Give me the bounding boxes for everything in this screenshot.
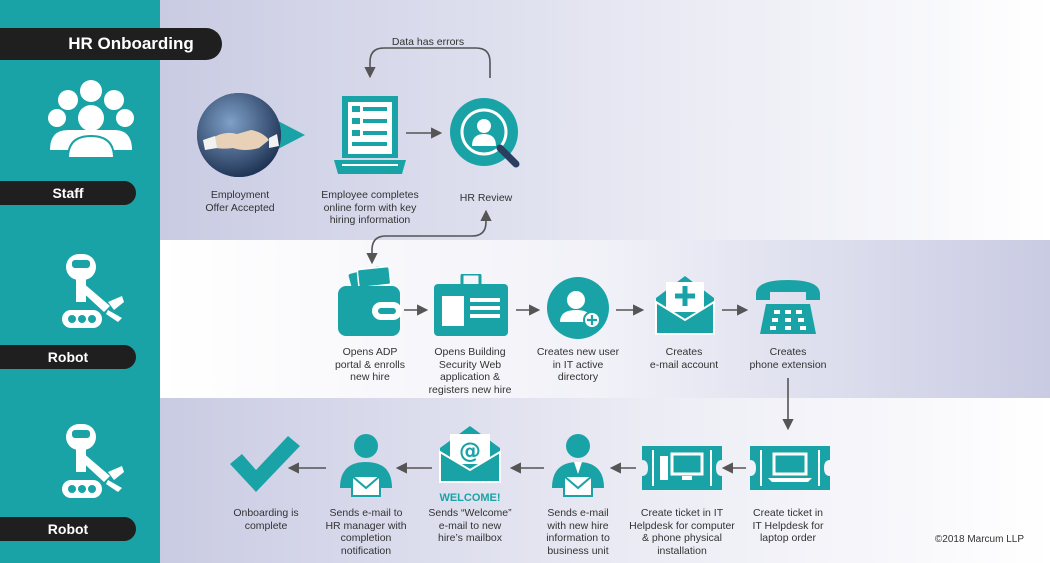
wallet-icon [336, 266, 404, 338]
loop-label: Data has errors [380, 36, 476, 49]
welcome-badge: WELCOME! [436, 492, 504, 505]
step-email-acct-label: Creates e-mail account [636, 346, 732, 371]
step-adp-label: Opens ADP portal & enrolls new hire [320, 346, 420, 384]
step-building-label: Opens Building Security Web application … [420, 346, 520, 396]
step-email-bu-label: Sends e-mail with new hire information t… [528, 507, 628, 557]
step-aduser-label: Creates new user in IT active directory [530, 346, 626, 384]
handshake-icon [193, 90, 323, 180]
id-badge-icon [432, 274, 510, 338]
computer-ticket-icon [640, 444, 724, 492]
person-email-icon [548, 432, 608, 500]
step-laptop-ticket-label: Create ticket in IT Helpdesk for laptop … [736, 507, 840, 545]
arrow-data-errors [370, 48, 490, 78]
hr-review-icon [448, 96, 526, 176]
step-welcome-label: Sends “Welcome” e-mail to new hire’s mai… [418, 507, 522, 545]
laptop-ticket-icon [748, 444, 832, 492]
new-email-icon [652, 272, 718, 336]
svg-text:@: @ [459, 439, 481, 464]
step-review-label: HR Review [448, 192, 524, 205]
person-email-icon-2 [336, 432, 396, 500]
laptop-form-icon [332, 94, 408, 178]
step-offer-label: Employment Offer Accepted [190, 189, 290, 214]
add-user-icon [546, 276, 610, 340]
step-computer-ticket-label: Create ticket in IT Helpdesk for compute… [620, 507, 744, 557]
step-complete-label: Onboarding is complete [218, 507, 314, 532]
phone-icon [752, 276, 824, 338]
copyright: ©2018 Marcum LLP [935, 534, 1024, 545]
checkmark-icon [228, 434, 302, 494]
step-email-hr-label: Sends e-mail to HR manager with completi… [314, 507, 418, 557]
step-phone-label: Creates phone extension [736, 346, 840, 371]
welcome-email-icon: @ [436, 424, 504, 490]
step-form-label: Employee completes online form with key … [316, 189, 424, 227]
